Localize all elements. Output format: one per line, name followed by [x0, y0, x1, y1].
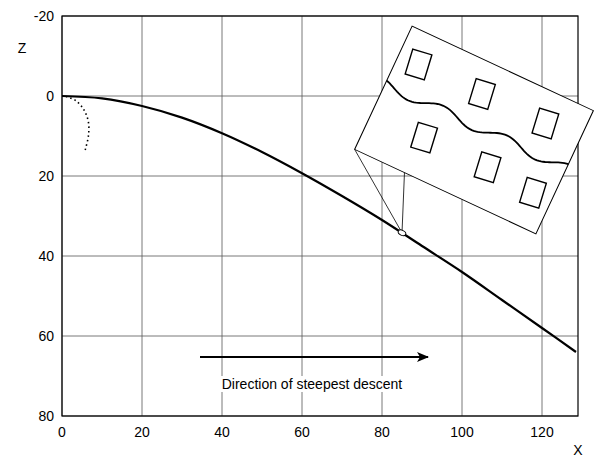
z-tick: 60: [38, 328, 54, 344]
wavy-line: [383, 80, 568, 174]
particle-square: [411, 122, 438, 153]
z-tick: 80: [38, 408, 54, 424]
grid-line: [62, 336, 578, 337]
grid-line: [142, 16, 143, 416]
inset-box: [355, 26, 594, 234]
particle-square: [469, 79, 496, 110]
callout-oval: [397, 229, 406, 237]
z-tick: 0: [46, 88, 54, 104]
z-tick: 20: [38, 168, 54, 184]
x-tick: 80: [374, 424, 390, 440]
x-tick: 60: [294, 424, 310, 440]
z-tick: -20: [34, 8, 54, 24]
x-tick: 100: [450, 424, 473, 440]
direction-arrow: [200, 356, 428, 358]
grid-line: [62, 256, 578, 257]
dotted-arc: [66, 96, 89, 150]
particle-square: [520, 177, 547, 208]
leader-line: [402, 173, 404, 233]
annotation: Direction of steepest descent: [220, 376, 405, 392]
x-tick: 40: [214, 424, 230, 440]
x-tick: 0: [58, 424, 66, 440]
x-tick: 20: [134, 424, 150, 440]
axis-title: Z: [18, 40, 27, 56]
particle-square: [474, 152, 501, 183]
particle-square: [405, 49, 432, 80]
particle-square: [532, 108, 559, 139]
inset-frame: [355, 26, 594, 234]
x-tick: 120: [530, 424, 553, 440]
z-tick: 40: [38, 248, 54, 264]
axis-title: X: [573, 442, 582, 458]
